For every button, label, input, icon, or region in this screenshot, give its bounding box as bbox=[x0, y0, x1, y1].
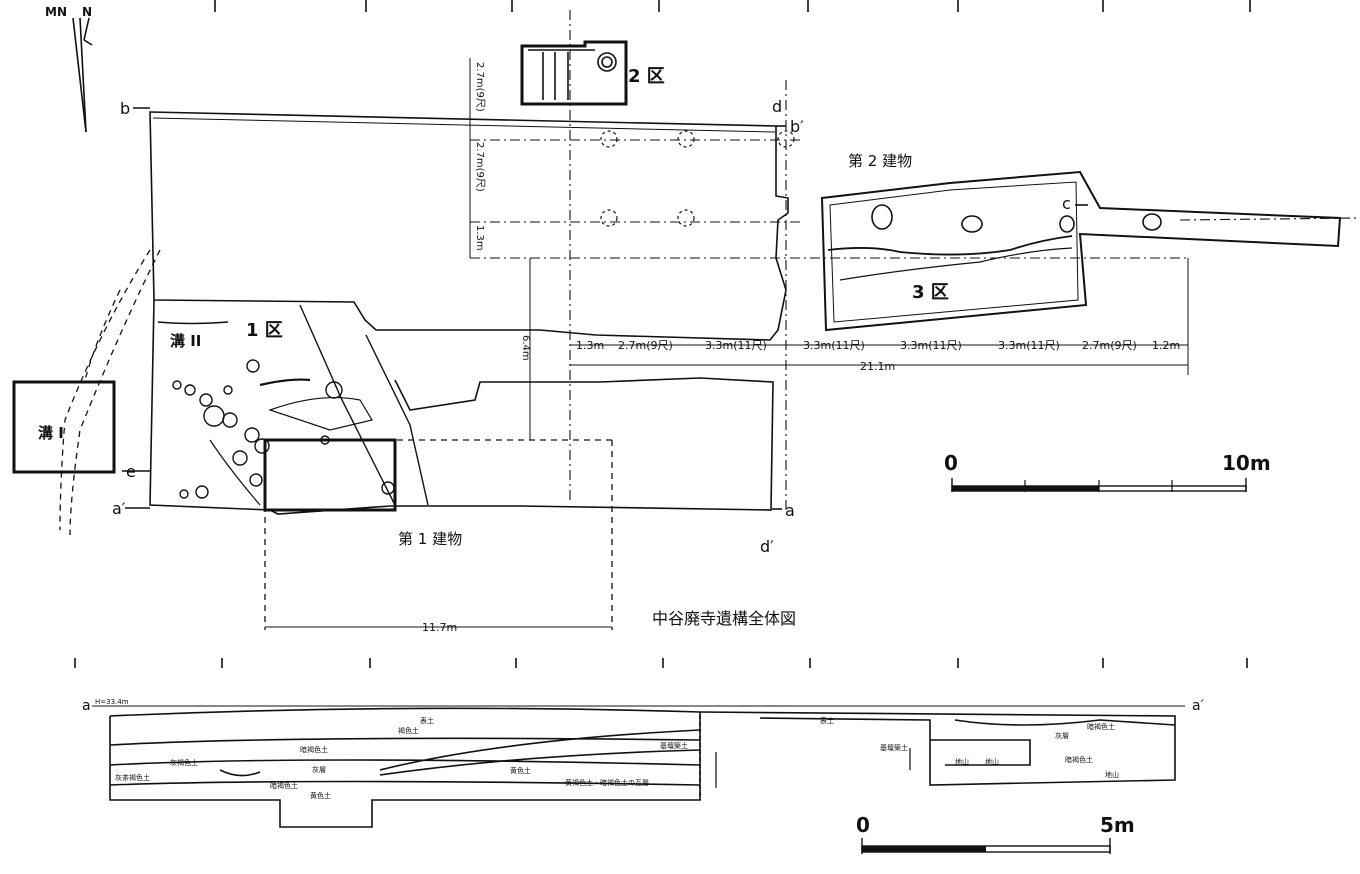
area1-lower-outline bbox=[149, 299, 774, 515]
layer-7: 黄色土 bbox=[310, 791, 331, 800]
dim-vertical-2: 2.7m(9尺) bbox=[474, 142, 486, 192]
layer-17: 暗褐色土 bbox=[1065, 755, 1093, 764]
dim-total-21: 21.1m bbox=[860, 360, 895, 373]
figure-title: 中谷廃寺遺構全体図 bbox=[652, 609, 796, 628]
section-mark-b: b bbox=[120, 99, 130, 118]
section-scale-zero: 0 bbox=[856, 813, 870, 837]
layer-15: 灰層 bbox=[1055, 731, 1069, 740]
area1-outline bbox=[149, 111, 789, 341]
plan-scale-zero: 0 bbox=[944, 451, 958, 475]
north-label-n: N bbox=[82, 5, 92, 19]
grid-ticks-top bbox=[214, 0, 1251, 12]
section-mark-d-prime: d′ bbox=[760, 537, 774, 556]
plan-scale-max: 10m bbox=[1222, 451, 1271, 475]
dim-span-5: 3.3m(11尺) bbox=[900, 339, 962, 352]
section-mark-a: a bbox=[785, 501, 795, 520]
area3-label: 3 区 bbox=[912, 282, 949, 303]
pits bbox=[172, 359, 395, 499]
ditch1-box bbox=[12, 380, 116, 474]
layer-13: 地山 bbox=[955, 757, 969, 766]
section-scale-bar bbox=[861, 838, 1111, 854]
building2-label: 第 2 建物 bbox=[848, 152, 912, 170]
layer-18: 地山 bbox=[1105, 770, 1119, 779]
dim-span-6: 3.3m(11尺) bbox=[998, 339, 1060, 352]
dim-total-11: 11.7m bbox=[422, 621, 457, 634]
dim-span-8: 1.2m bbox=[1152, 339, 1180, 352]
section-mark-a-prime: a′ bbox=[112, 499, 126, 518]
grid-ticks-bottom bbox=[74, 658, 1248, 668]
area2-block bbox=[520, 40, 628, 106]
plan-scale-bar bbox=[951, 478, 1247, 492]
dim-height: 6.4m bbox=[520, 335, 531, 361]
section-mark-b-prime: b′ bbox=[790, 117, 804, 136]
ditch2-label: 溝 II bbox=[170, 332, 201, 350]
section-elevation: H=33.4m bbox=[95, 698, 129, 706]
layer-5: 暗褐色土 bbox=[270, 781, 298, 790]
section-scale-max: 5m bbox=[1100, 813, 1135, 837]
dim-span-2: 2.7m(9尺) bbox=[618, 339, 673, 352]
building1-label: 第 1 建物 bbox=[398, 530, 462, 548]
layer-9: 黄色土 bbox=[510, 766, 531, 775]
layer-12: 基壇築土 bbox=[880, 743, 908, 752]
section-mark-d: d bbox=[772, 97, 782, 116]
area2-label: 2 区 bbox=[628, 66, 665, 87]
dim-vertical-1: 2.7m(9尺) bbox=[474, 62, 486, 112]
layer-14: 地山 bbox=[985, 757, 999, 766]
layer-10: 基壇築土 bbox=[660, 741, 688, 750]
layer-16: 暗褐色土 bbox=[1087, 722, 1115, 731]
section-end-a-prime: a′ bbox=[1192, 698, 1204, 714]
section-profile bbox=[92, 705, 1185, 828]
area3-outline bbox=[820, 170, 1342, 332]
layer-4: 灰茶褐色土 bbox=[115, 773, 150, 782]
layer-11: 表土 bbox=[820, 716, 834, 725]
section-end-a: a bbox=[82, 698, 91, 714]
layer-8: 黄褐色土・暗褐色土の互層 bbox=[565, 778, 649, 787]
dim-span-1: 1.3m bbox=[576, 339, 604, 352]
layer-2: 暗褐色土 bbox=[300, 745, 328, 754]
layer-3: 灰褐色土 bbox=[170, 758, 198, 767]
layer-6: 灰層 bbox=[312, 765, 326, 774]
layer-0: 表土 bbox=[420, 716, 434, 725]
section-mark-e: e bbox=[126, 462, 136, 481]
dim-span-3: 3.3m(11尺) bbox=[705, 339, 767, 352]
north-arrow-icon bbox=[72, 17, 93, 133]
north-label-mn: MN bbox=[45, 5, 67, 19]
ditch1-label: 溝 I bbox=[38, 424, 64, 442]
dim-span-7: 2.7m(9尺) bbox=[1082, 339, 1137, 352]
dim-vertical-3: 1.3m bbox=[474, 225, 485, 251]
area1-label: 1 区 bbox=[246, 320, 283, 341]
layer-1: 褐色土 bbox=[398, 726, 419, 735]
section-mark-c: c bbox=[1062, 194, 1071, 213]
dim-span-4: 3.3m(11尺) bbox=[803, 339, 865, 352]
